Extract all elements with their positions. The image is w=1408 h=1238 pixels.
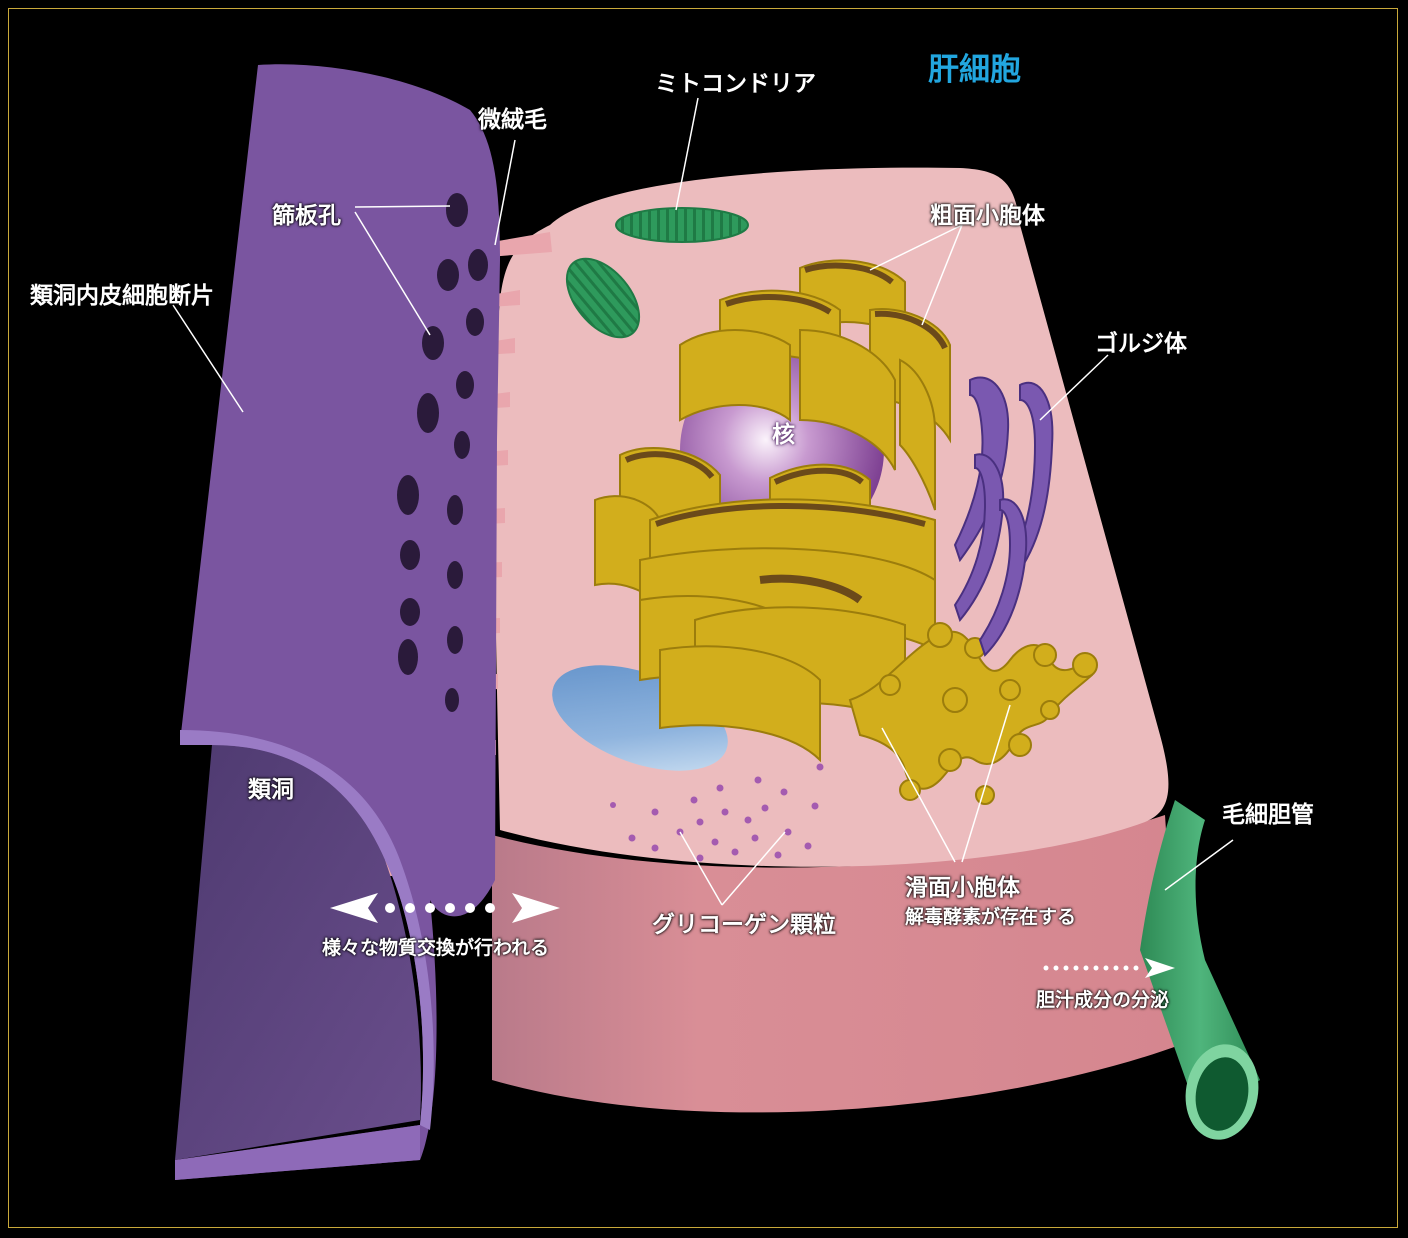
label-smooth-er-note: 解毒酵素が存在する [905, 902, 1076, 929]
label-sinusoid: 類洞 [248, 770, 294, 804]
label-mitochondria: ミトコンドリア [655, 64, 816, 98]
label-fenestrae: 篩板孔 [272, 196, 341, 230]
label-exchange: 様々な物質交換が行われる [322, 933, 549, 960]
label-bile-secretion: 胆汁成分の分泌 [1036, 985, 1169, 1012]
label-rough-er: 粗面小胞体 [930, 196, 1045, 230]
diagram-title: 肝細胞 [928, 44, 1021, 89]
label-microvilli: 微絨毛 [478, 100, 547, 134]
label-sinusoid-endothelium: 類洞内皮細胞断片 [30, 276, 214, 310]
label-golgi: ゴルジ体 [1095, 324, 1187, 358]
label-nucleus: 核 [772, 415, 795, 449]
label-glycogen: グリコーゲン顆粒 [652, 905, 836, 939]
label-smooth-er: 滑面小胞体 [905, 868, 1020, 902]
label-bile-canaliculus: 毛細胆管 [1222, 795, 1314, 829]
